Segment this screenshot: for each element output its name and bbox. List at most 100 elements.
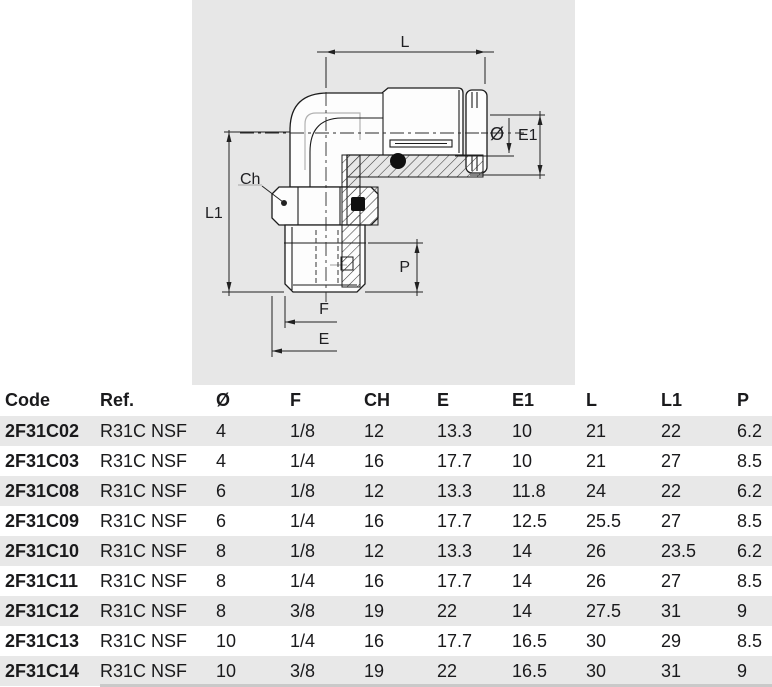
table-cell: 2F31C14 — [5, 661, 80, 681]
table-cell: 1/4 — [290, 631, 316, 651]
dimension-L1: L1 — [205, 130, 290, 296]
label-F: F — [319, 301, 329, 318]
table-cell: 2F31C09 — [5, 511, 80, 531]
fitting-technical-drawing: L L1 P F — [205, 34, 545, 357]
table-cell: 2F31C10 — [5, 541, 80, 561]
fitting-body — [271, 87, 488, 293]
table-cell: 22 — [661, 421, 682, 441]
dimension-E1: E1 — [470, 111, 545, 179]
table-cell: 19 — [364, 661, 385, 681]
detail-lines — [284, 90, 478, 290]
column-header: P — [737, 390, 750, 410]
table-cell: 1/4 — [290, 571, 316, 591]
table-cell: R31C NSF — [100, 511, 188, 531]
table-cell: 1/4 — [290, 451, 316, 471]
table-cell: 26 — [586, 571, 607, 591]
table-cell: 10 — [216, 661, 237, 681]
hidden-bore-lines — [315, 230, 339, 284]
label-diameter: Ø — [490, 124, 504, 144]
table-cell: 29 — [661, 631, 682, 651]
label-P: P — [399, 259, 410, 276]
table-cell: R31C NSF — [100, 541, 188, 561]
label-L: L — [401, 34, 410, 51]
table-cell: 16.5 — [512, 631, 548, 651]
dimension-P: P — [365, 239, 423, 296]
column-header: L1 — [661, 390, 683, 410]
dimension-E: E — [271, 296, 337, 357]
dimension-diameter: Ø — [455, 118, 514, 157]
table-cell: 12 — [364, 481, 385, 501]
table-cell: 24 — [586, 481, 607, 501]
label-E: E — [319, 331, 330, 348]
table-cell: 16 — [364, 451, 385, 471]
table-cell: 27 — [661, 511, 682, 531]
table-cell: 19 — [364, 601, 385, 621]
table-cell: 8.5 — [737, 571, 763, 591]
dimension-L: L — [317, 34, 494, 88]
table-cell: 2F31C11 — [5, 571, 79, 591]
table-cell: 21 — [586, 421, 607, 441]
table-cell: 17.7 — [437, 571, 473, 591]
table-cell: 14 — [512, 571, 533, 591]
label-Ch: Ch — [240, 171, 260, 188]
table-cell: 9 — [737, 661, 748, 681]
table-cell: 27.5 — [586, 601, 622, 621]
table-cell: 10 — [216, 631, 237, 651]
table-cell: 22 — [437, 661, 458, 681]
table-cell: 22 — [437, 601, 458, 621]
table-cell: 6.2 — [737, 481, 763, 501]
table-cell: 26 — [586, 541, 607, 561]
table-cell: 25.5 — [586, 511, 622, 531]
table-cell: 16 — [364, 631, 385, 651]
table-cell: 8.5 — [737, 451, 763, 471]
dimension-F: F — [284, 296, 337, 328]
table-cell: 3/8 — [290, 661, 316, 681]
table-cell: 1/8 — [290, 421, 316, 441]
label-L1: L1 — [205, 205, 223, 222]
table-cell: 11.8 — [512, 481, 546, 501]
table-cell: 6 — [216, 511, 227, 531]
table-cell: R31C NSF — [100, 571, 188, 591]
table-cell: 8.5 — [737, 511, 763, 531]
table-cell: 8 — [216, 601, 227, 621]
square-seal — [351, 197, 365, 211]
table-cell: 14 — [512, 541, 533, 561]
hatched-band — [346, 154, 484, 178]
table-cell: 13.3 — [437, 541, 473, 561]
table-cell: 2F31C08 — [5, 481, 80, 501]
table-cell: 31 — [661, 601, 682, 621]
table-cell: R31C NSF — [100, 631, 188, 651]
table-cell: 2F31C13 — [5, 631, 80, 651]
column-header: Code — [5, 390, 50, 410]
hatched-bore-plug — [340, 256, 354, 271]
table-cell: 13.3 — [437, 421, 473, 441]
table-cell: 6.2 — [737, 541, 763, 561]
table-cell: 31 — [661, 661, 682, 681]
table-cell: R31C NSF — [100, 601, 188, 621]
table-cell: 1/8 — [290, 481, 316, 501]
table-cell: 10 — [512, 451, 533, 471]
table-cell: R31C NSF — [100, 661, 188, 681]
column-header: CH — [364, 390, 390, 410]
table-cell: R31C NSF — [100, 421, 188, 441]
table-cell: 1/4 — [290, 511, 316, 531]
table-cell: 23.5 — [661, 541, 697, 561]
table-cell: R31C NSF — [100, 451, 188, 471]
table-cell: 6.2 — [737, 421, 763, 441]
table-cell: 2F31C03 — [5, 451, 80, 471]
table-cell: 2F31C12 — [5, 601, 80, 621]
table-cell: 3/8 — [290, 601, 316, 621]
label-E1: E1 — [518, 127, 538, 144]
column-header: Ref. — [100, 390, 135, 410]
table-cell: 6 — [216, 481, 227, 501]
table-cell: 16 — [364, 511, 385, 531]
table-cell: 16.5 — [512, 661, 548, 681]
table-cell: 17.7 — [437, 451, 473, 471]
table-cell: 12 — [364, 421, 385, 441]
